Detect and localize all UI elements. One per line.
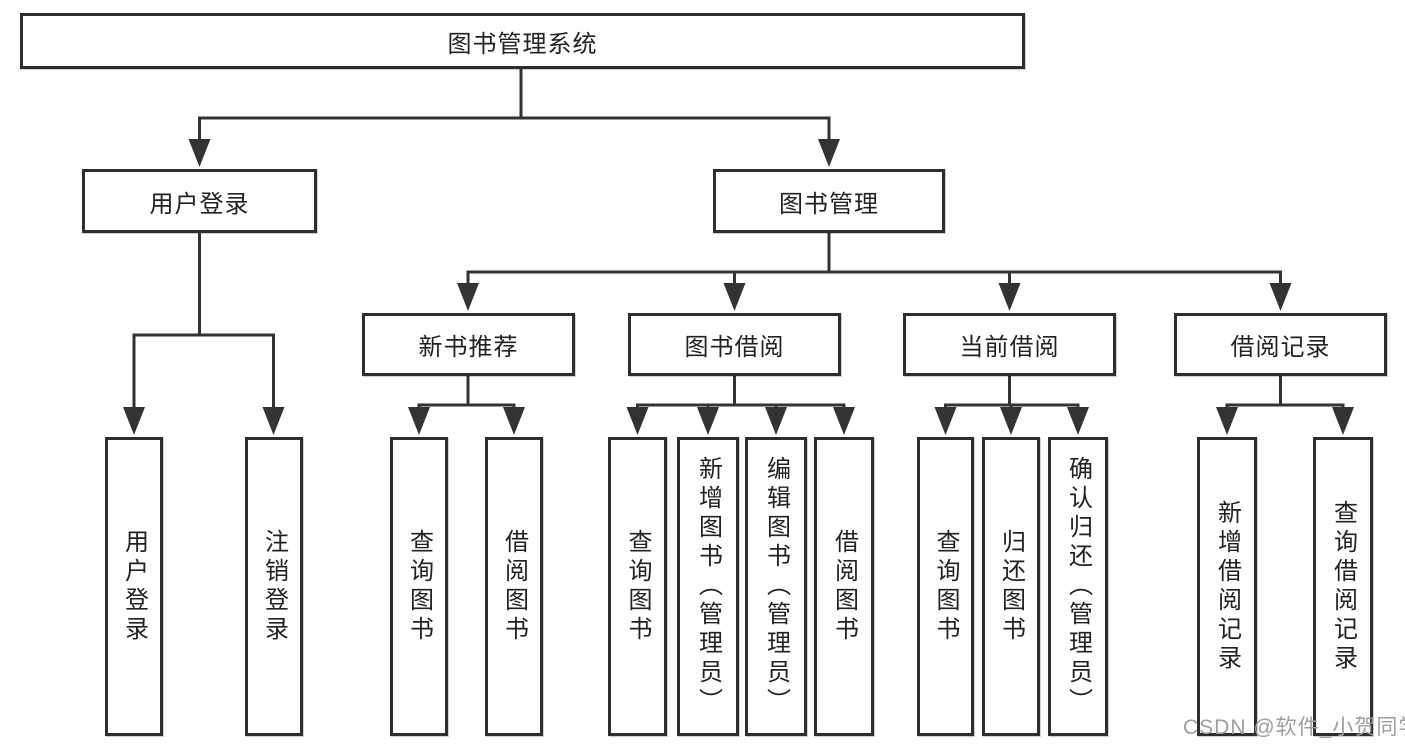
leaf-confirm-return-admin: 确认归还（管理员）: [1048, 437, 1108, 736]
node-user-login: 用户登录: [82, 169, 317, 233]
leaf-return-book-label: 归还图书: [997, 528, 1025, 645]
leaf-borrow-books-2-label: 借阅图书: [830, 528, 858, 645]
leaf-add-borrow-record-label: 新增借阅记录: [1213, 499, 1241, 674]
leaf-edit-book-admin: 编辑图书（管理员）: [745, 437, 807, 736]
node-borrow-records-label: 借阅记录: [1230, 334, 1331, 361]
leaf-user-login-label: 用户登录: [120, 528, 148, 645]
node-current-borrow-label: 当前借阅: [959, 334, 1060, 361]
leaf-query-books-1-label: 查询图书: [405, 528, 433, 645]
leaf-query-borrow-record: 查询借阅记录: [1313, 437, 1373, 736]
node-book-borrow: 图书借阅: [628, 313, 841, 376]
watermark: CSDN @软件_小贺同学: [1183, 716, 1405, 739]
node-current-borrow: 当前借阅: [903, 313, 1116, 376]
leaf-edit-book-admin-label: 编辑图书（管理员）: [762, 456, 790, 717]
leaf-logout-label: 注销登录: [260, 528, 288, 645]
leaf-return-book: 归还图书: [982, 437, 1040, 736]
node-borrow-records: 借阅记录: [1174, 313, 1387, 376]
node-book-management-label: 图书管理: [779, 190, 879, 218]
leaf-add-book-admin-label: 新增图书（管理员）: [694, 456, 722, 717]
leaf-borrow-books-2: 借阅图书: [814, 437, 874, 736]
leaf-add-borrow-record: 新增借阅记录: [1197, 437, 1257, 736]
node-book-borrow-label: 图书借阅: [684, 334, 785, 361]
leaf-query-books-1: 查询图书: [390, 437, 448, 736]
leaf-user-login: 用户登录: [105, 437, 163, 736]
node-new-book-recommend-label: 新书推荐: [418, 334, 519, 361]
leaf-query-books-2-label: 查询图书: [624, 528, 651, 645]
node-user-login-label: 用户登录: [149, 190, 250, 218]
leaf-add-book-admin: 新增图书（管理员）: [677, 437, 739, 736]
node-root-label: 图书管理系统: [447, 30, 598, 58]
node-book-management: 图书管理: [713, 169, 945, 233]
node-new-book-recommend: 新书推荐: [362, 313, 575, 376]
leaf-query-books-3-label: 查询图书: [932, 528, 959, 645]
leaf-borrow-books-1: 借阅图书: [485, 437, 543, 736]
leaf-borrow-books-1-label: 借阅图书: [500, 528, 528, 645]
leaf-query-books-3: 查询图书: [917, 437, 974, 736]
node-root: 图书管理系统: [20, 13, 1025, 69]
leaf-logout: 注销登录: [245, 437, 303, 736]
leaf-query-books-2: 查询图书: [608, 437, 667, 736]
leaf-query-borrow-record-label: 查询借阅记录: [1329, 499, 1357, 674]
leaf-confirm-return-admin-label: 确认归还（管理员）: [1064, 456, 1092, 717]
